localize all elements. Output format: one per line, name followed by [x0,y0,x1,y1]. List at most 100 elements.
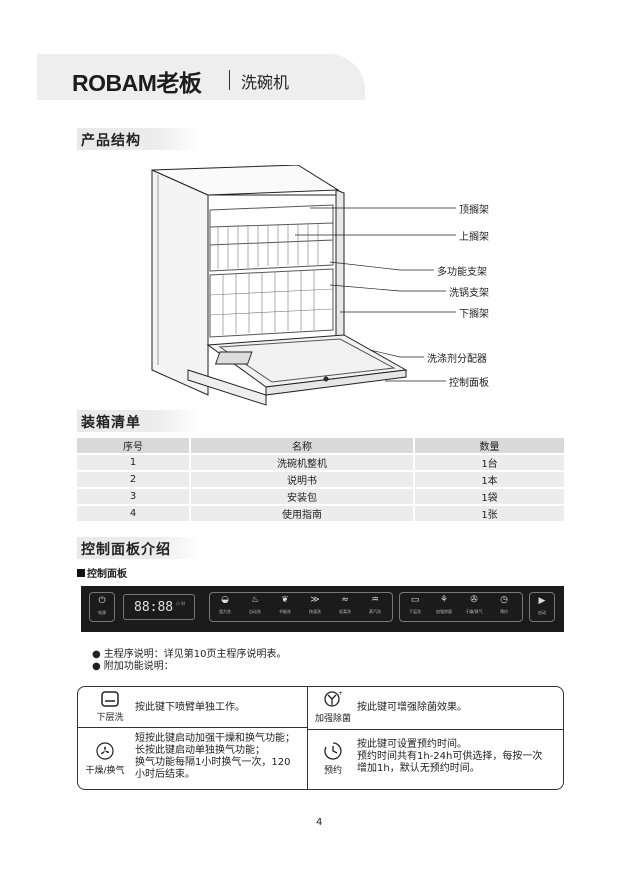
play-icon: ▶ [538,596,546,606]
fan-icon [96,742,114,760]
box-divider [307,729,564,730]
button-label: 自动洗 [249,609,261,614]
product-name: 洗碗机 [241,73,290,92]
label-multi-holder: 多功能支架 [437,267,487,278]
button-label: 强力洗 [219,609,231,614]
button-label: 电源 [98,610,106,615]
function-name: 下层洗 [96,713,124,723]
table-cell: 1 [77,455,189,470]
desc-line: 按此键可设置预约时间。 [357,739,467,750]
function-desc: 按此键可增强除菌效果。 [357,702,467,713]
button-label: 轻柔洗 [339,609,351,614]
auto-icon: ♨ [250,595,260,605]
button-label: 快速洗 [309,609,321,614]
table-header-row: 序号 名称 数量 [77,438,564,453]
function-desc: 按此键下喷臂单独工作。 [135,702,245,713]
table-row: 2 说明书 1本 [77,472,564,487]
program-group [209,592,393,622]
delay-button[interactable]: ◷ 预约 [491,592,517,622]
steam-icon: ♒ [370,595,380,605]
clock-icon [324,742,342,760]
section-title: 产品结构 [81,133,141,149]
function-name: 加强除菌 [314,714,351,724]
program-button-auto[interactable]: ♨ 自动洗 [242,592,268,622]
lower-wash-button[interactable]: ▭ 下层洗 [402,592,428,622]
table-cell: 使用指南 [189,506,413,521]
section-title: 控制面板介绍 [81,542,171,558]
program-button-eco[interactable]: ❦ 节能洗 [272,592,298,622]
delay-item: 预约 [313,742,353,776]
fan-icon: ✇ [470,595,478,605]
pot-icon: ◒ [221,595,229,605]
program-button-intensive[interactable]: ◒ 强力洗 [212,592,238,622]
note-item: 附加功能说明： [92,661,286,673]
label-detergent-dispenser: 洗涤剂分配器 [427,354,487,365]
table-cell: 2 [77,472,189,487]
table-row: 1 洗碗机整机 1台 [77,455,564,470]
desc-line: 预约时间共有1h-24h可供选择，每按一次 [357,751,543,762]
program-button-gentle[interactable]: ≈ 轻柔洗 [332,592,358,622]
lower-rack-icon: ▭ [410,595,420,605]
desc-line: 短按此键启动加强干燥和换气功能； [135,733,295,744]
label-upper-rack: 上搁架 [459,232,489,243]
quick-icon: ≫ [310,595,320,605]
desc-line: 小时后结束。 [135,769,195,780]
label-control-panel: 控制面板 [449,378,489,389]
header-divider [229,70,230,90]
button-label: 节能洗 [279,609,291,614]
col-header: 数量 [413,438,564,453]
table-cell: 1袋 [413,489,564,504]
function-group [399,592,523,622]
table-cell: 洗碗机整机 [189,455,413,470]
sterilize-button[interactable]: ⚘ 加强除菌 [431,592,457,622]
display-unit: 小 时 [176,601,186,606]
sterilize-item: + 加强除菌 [313,690,353,724]
desc-line: 长按此键启动单独换气功能； [135,745,265,756]
label-top-rack: 顶搁架 [459,205,489,216]
dry-vent-button[interactable]: ✇ 干燥/换气 [461,592,487,622]
lower-wash-item: 下层洗 [90,691,130,723]
power-button[interactable]: ⏻ 电源 [89,592,115,622]
button-label: 加强除菌 [436,609,452,614]
control-panel: ⏻ 电源 88:88 小 时 ◒ 强力洗 ♨ 自动洗 ❦ 节能洗 ≫ 快速洗 ≈… [81,586,564,632]
packing-table: 序号 名称 数量 1 洗碗机整机 1台 2 说明书 1本 3 安装包 1袋 4 … [77,436,564,523]
start-button[interactable]: ▶ 启动 [529,592,555,622]
table-row: 4 使用指南 1张 [77,506,564,521]
button-label: 启动 [538,610,546,615]
program-button-quick[interactable]: ≫ 快速洗 [302,592,328,622]
table-cell: 1张 [413,506,564,521]
button-label: 下层洗 [409,609,421,614]
header-band [37,54,365,100]
table-cell: 4 [77,506,189,521]
panel-subheading-text: 控制面板 [87,569,127,580]
table-cell: 说明书 [189,472,413,487]
box-divider [307,686,308,790]
eco-icon: ❦ [281,595,289,605]
lower-rack-icon [101,691,119,707]
program-button-steam[interactable]: ♒ 蒸汽洗 [362,592,388,622]
table-cell: 安装包 [189,489,413,504]
glass-icon: ≈ [341,595,349,605]
notes: 主程序说明：详见第10页主程序说明表。 附加功能说明： [92,649,287,673]
dishwasher-diagram [151,165,408,406]
function-box [77,686,564,790]
display-digits: 88:88 [134,600,174,615]
table-cell: 1本 [413,472,564,487]
page-number: 4 [316,817,323,828]
function-name: 预约 [323,766,342,776]
function-name: 干燥/换气 [85,766,125,776]
section-title: 装箱清单 [81,415,141,431]
button-label: 干燥/换气 [465,609,483,614]
sterilize-icon: + [324,690,343,707]
col-header: 序号 [77,438,189,453]
sterilize-icon: ⚘ [439,595,449,605]
clock-icon: ◷ [500,595,508,605]
svg-text:+: + [338,690,343,697]
section-header-panel: 控制面板介绍 [77,537,199,559]
time-display: 88:88 小 时 [123,594,195,620]
box-divider [77,727,308,728]
label-pot-holder: 洗锅支架 [449,288,489,299]
table-cell: 1台 [413,455,564,470]
panel-subheading: 控制面板 [77,565,127,580]
